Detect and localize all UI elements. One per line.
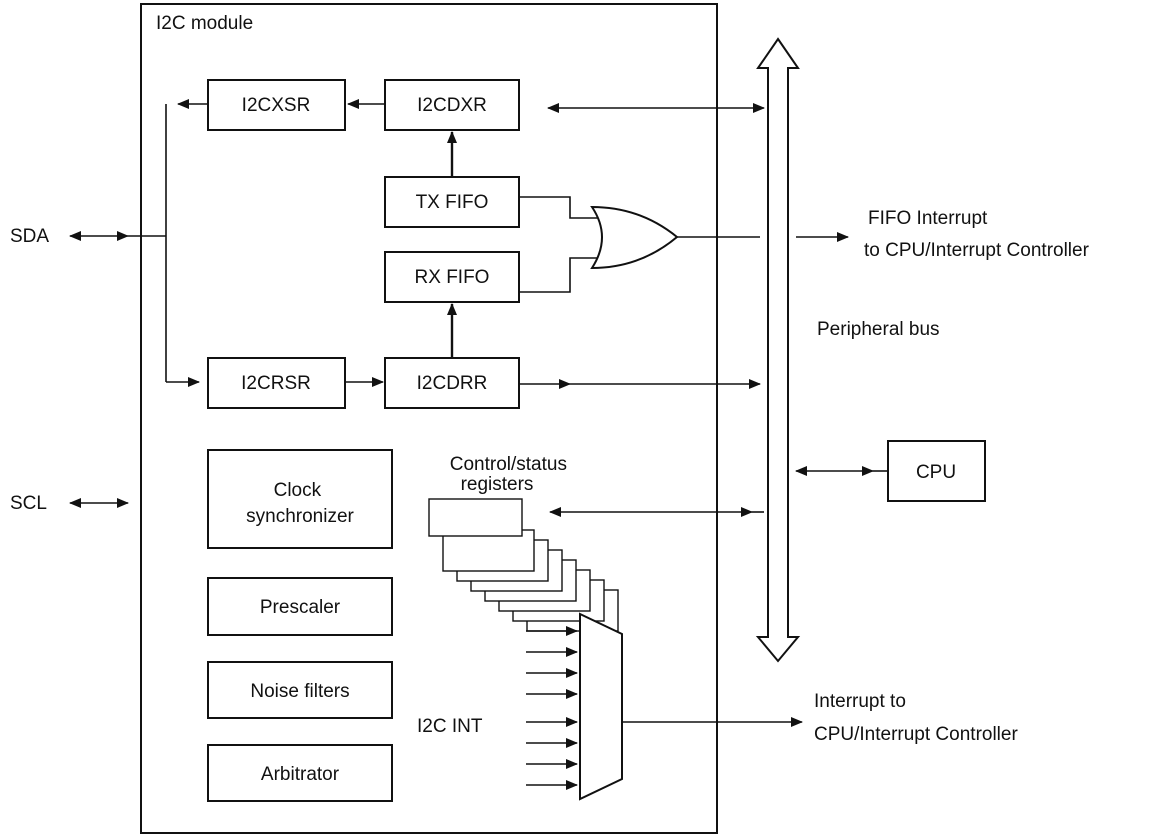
peripheral-bus-label: Peripheral bus	[817, 319, 940, 340]
fifo-interrupt-label-line2: to CPU/Interrupt Controller	[864, 240, 1090, 261]
rx-fifo-block	[384, 251, 520, 303]
rx-fifo-to-gate-wire	[519, 257, 600, 293]
control-status-register-stack	[428, 498, 619, 632]
control-status-line2: registers	[461, 474, 534, 495]
fifo-interrupt-label-line1: FIFO Interrupt	[868, 208, 988, 229]
register-card	[442, 529, 535, 572]
control-status-label: Control/status registers	[450, 454, 573, 495]
clock-synchronizer-label: Clock synchronizer	[246, 480, 354, 527]
i2cdxr-register	[384, 79, 520, 131]
tx-fifo-to-gate-wire	[519, 196, 600, 219]
tx-fifo-label: TX FIFO	[416, 192, 489, 213]
register-card	[428, 498, 523, 537]
cpu-block	[887, 440, 986, 502]
sda-pin-label: SDA	[10, 226, 49, 247]
i2c-int-label: I2C INT	[417, 716, 483, 737]
i2c-module-boundary	[140, 3, 718, 834]
tx-fifo-block	[384, 176, 520, 228]
cpu-label: CPU	[916, 462, 956, 483]
noise-filters-label: Noise filters	[250, 681, 349, 702]
control-status-line1: Control/status	[450, 454, 567, 475]
interrupt-inputs	[526, 626, 578, 790]
interrupt-out-label-line1: Interrupt to	[814, 691, 906, 712]
scl-pin-label: SCL	[10, 493, 47, 514]
prescaler-block	[207, 577, 393, 636]
peripheral-bus-arrow	[755, 37, 801, 663]
module-title: I2C module	[156, 13, 253, 34]
i2cxsr-label: I2CXSR	[242, 95, 311, 116]
fifo-interrupt-or-gate	[590, 205, 679, 270]
rx-fifo-label: RX FIFO	[415, 267, 490, 288]
i2cxsr-register	[207, 79, 346, 131]
clock-synchronizer-line1: Clock	[274, 480, 322, 501]
arbitrator-block	[207, 744, 393, 802]
noise-filters-block	[207, 661, 393, 719]
i2crsr-label: I2CRSR	[241, 373, 311, 394]
arbitrator-label: Arbitrator	[261, 764, 340, 785]
i2cdrr-label: I2CDRR	[417, 373, 488, 394]
clock-synchronizer-line2: synchronizer	[246, 506, 354, 527]
prescaler-label: Prescaler	[260, 597, 341, 618]
i2crsr-register	[207, 357, 346, 409]
interrupt-out-label-line2: CPU/Interrupt Controller	[814, 724, 1018, 745]
i2cdxr-label: I2CDXR	[417, 95, 487, 116]
clock-synchronizer-block	[207, 449, 393, 549]
interrupt-mux	[579, 612, 623, 801]
